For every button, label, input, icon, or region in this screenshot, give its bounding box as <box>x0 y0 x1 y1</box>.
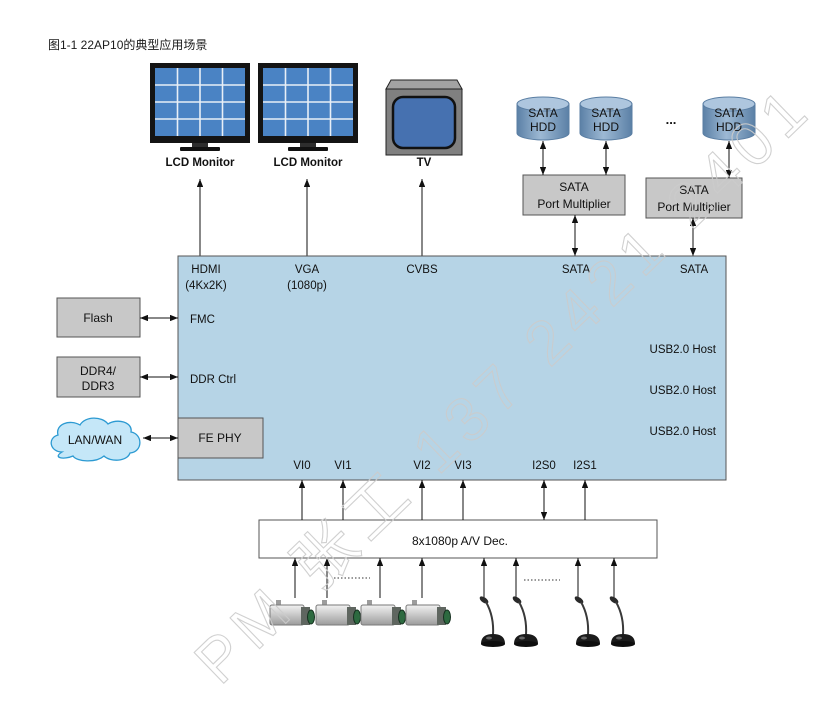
port-hdmi: HDMI <box>191 264 220 276</box>
cloud-icon: LAN/WAN <box>50 417 141 462</box>
port-vga: VGA <box>295 264 320 276</box>
port-multiplier-line2: Port Multiplier <box>537 197 610 211</box>
tv-screen <box>391 95 457 150</box>
port-i2s0: I2S0 <box>532 460 556 472</box>
port-hdmi-resolution: (4Kx2K) <box>185 280 227 292</box>
port-vi0: VI0 <box>293 460 310 472</box>
port-multiplier-line1: SATA <box>679 183 709 197</box>
ddr-label-line1: DDR4/ <box>80 364 117 378</box>
port-vi2: VI2 <box>413 460 430 472</box>
port-sata: SATA <box>562 264 591 276</box>
microphone-icon <box>609 596 635 647</box>
port-multiplier-line2: Port Multiplier <box>657 200 730 214</box>
security-camera-icon <box>360 600 406 626</box>
ddr-label-line2: DDR3 <box>82 379 115 393</box>
monitor-neck <box>300 143 316 148</box>
network-label: LAN/WAN <box>68 433 122 447</box>
flash-block: Flash <box>56 297 141 338</box>
monitor-base <box>180 147 220 151</box>
monitor-base <box>288 147 328 151</box>
security-camera-icon <box>405 600 451 626</box>
display-label: LCD Monitor <box>274 157 344 169</box>
port-i2s1: I2S1 <box>573 460 597 472</box>
hdd-cylinder-icon: SATA HDD <box>702 96 756 141</box>
security-camera-icon <box>315 600 361 626</box>
av-decoder-block: 8x1080p A/V Dec. <box>258 519 658 559</box>
port-multiplier-line1: SATA <box>559 180 589 194</box>
hdd-cylinder-icon: SATA HDD <box>516 96 570 141</box>
fe-phy-label: FE PHY <box>198 431 241 445</box>
port-usb-host: USB2.0 Host <box>650 344 717 356</box>
screen-grid <box>155 68 245 136</box>
hdd-cylinder-icon: SATA HDD <box>579 96 633 141</box>
flash-label: Flash <box>83 311 112 325</box>
microphone-icon <box>574 596 600 647</box>
port-ddr-ctrl: DDR Ctrl <box>190 374 236 386</box>
hdd-label-line1: SATA <box>714 106 744 120</box>
ddr-block: DDR4/ DDR3 <box>56 356 141 398</box>
port-multiplier-block: SATA Port Multiplier <box>645 177 743 219</box>
microphone-icon <box>512 596 538 647</box>
hdd-label-line2: HDD <box>716 120 742 134</box>
port-usb-host: USB2.0 Host <box>650 385 717 397</box>
hdd-label-line2: HDD <box>530 120 556 134</box>
port-multiplier-block: SATA Port Multiplier <box>522 174 626 216</box>
display-label: TV <box>417 157 432 169</box>
port-fmc: FMC <box>190 314 215 326</box>
tv-icon <box>385 79 463 156</box>
microphone-icon <box>479 596 505 647</box>
screen-grid <box>263 68 353 136</box>
soc-block <box>177 255 727 481</box>
monitor-neck <box>192 143 208 148</box>
hdd-label-line1: SATA <box>591 106 621 120</box>
port-vi3: VI3 <box>454 460 471 472</box>
hdd-ellipsis: ... <box>666 112 677 127</box>
hdd-label-line2: HDD <box>593 120 619 134</box>
port-sata: SATA <box>680 264 709 276</box>
decoder-label: 8x1080p A/V Dec. <box>412 534 508 548</box>
display-label: LCD Monitor <box>166 157 236 169</box>
figure-caption: 图1-1 22AP10的典型应用场景 <box>48 37 207 52</box>
port-usb-host: USB2.0 Host <box>650 426 717 438</box>
port-vga-resolution: (1080p) <box>287 280 327 292</box>
port-cvbs: CVBS <box>406 264 438 276</box>
lcd-monitor-icon <box>258 63 358 151</box>
lcd-monitor-icon <box>150 63 250 151</box>
tv-top <box>385 79 463 90</box>
hdd-label-line1: SATA <box>528 106 558 120</box>
security-camera-icon <box>269 600 315 626</box>
port-vi1: VI1 <box>334 460 351 472</box>
fe-phy-block: FE PHY <box>177 417 264 459</box>
